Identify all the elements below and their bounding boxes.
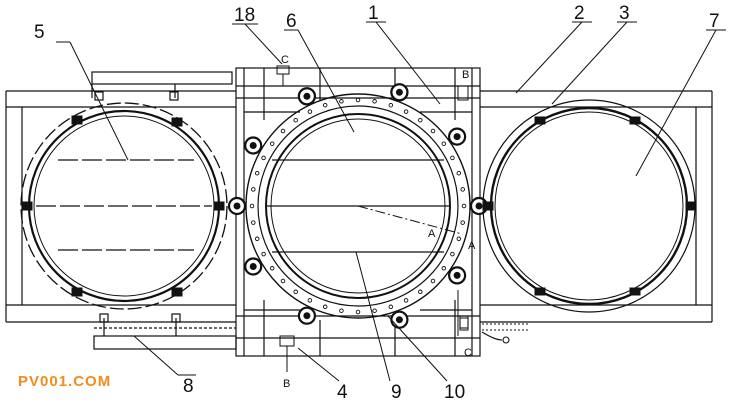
callout-3: 3 bbox=[619, 3, 630, 24]
flange-hole bbox=[254, 236, 260, 242]
flange-hole bbox=[372, 308, 377, 313]
section-mark-b-bottom: B bbox=[283, 378, 290, 390]
callout-7: 7 bbox=[709, 11, 720, 32]
section-marks: C B A A B C bbox=[281, 54, 476, 390]
leader-lines bbox=[56, 21, 726, 382]
callout-10: 10 bbox=[444, 382, 465, 403]
flange-hole bbox=[269, 141, 275, 146]
flange-hole bbox=[441, 141, 447, 146]
clamp-bolt bbox=[390, 83, 409, 102]
flange-hole bbox=[456, 236, 462, 242]
flange-hole bbox=[430, 278, 436, 284]
flange-hole bbox=[269, 266, 275, 271]
flange-hole bbox=[355, 309, 361, 315]
clamp-bolts bbox=[227, 83, 489, 329]
flange-hole bbox=[293, 117, 298, 123]
flange-bolt-holes bbox=[249, 97, 467, 315]
left-guide-beam bbox=[91, 71, 233, 101]
flange-hole bbox=[307, 298, 313, 303]
flange-hole bbox=[261, 155, 266, 161]
section-mark-c-top: C bbox=[281, 54, 289, 66]
flange-hole bbox=[403, 298, 409, 303]
flange-hole bbox=[251, 220, 256, 225]
callout-6: 6 bbox=[286, 11, 297, 32]
flange-hole bbox=[251, 187, 256, 192]
flange-hole bbox=[388, 304, 394, 310]
section-mark-b-top: B bbox=[462, 69, 469, 81]
flange-hole bbox=[293, 289, 298, 295]
callout-labels: 5 18 6 1 2 3 7 8 4 9 10 bbox=[34, 3, 720, 403]
flange-hole bbox=[355, 97, 361, 103]
flange-hole bbox=[322, 304, 328, 310]
flange-hole bbox=[460, 220, 465, 225]
flange-hole bbox=[460, 187, 465, 192]
flange-hole bbox=[456, 170, 462, 176]
flange-hole bbox=[339, 99, 344, 104]
callout-5: 5 bbox=[34, 22, 45, 43]
callout-1: 1 bbox=[368, 3, 379, 24]
left-door bbox=[20, 102, 228, 310]
clamp-bolt bbox=[244, 257, 263, 276]
flange-hole bbox=[261, 251, 266, 257]
flange-hole bbox=[450, 251, 455, 257]
callout-4: 4 bbox=[337, 382, 348, 403]
flange-hole bbox=[388, 102, 394, 108]
clamp-bolt bbox=[244, 136, 263, 155]
bottom-right-rack bbox=[459, 315, 530, 344]
center-frame bbox=[235, 67, 481, 357]
clamp-bolt bbox=[390, 310, 409, 329]
callout-2: 2 bbox=[574, 3, 585, 24]
callout-18: 18 bbox=[234, 5, 255, 26]
section-mark-a-left: A bbox=[428, 228, 436, 240]
watermark: PV001.COM bbox=[18, 373, 111, 390]
section-mark-c-bottom: C bbox=[464, 347, 472, 359]
flange-hole bbox=[418, 117, 423, 123]
callout-8: 8 bbox=[183, 376, 194, 397]
flange-hole bbox=[339, 308, 344, 313]
callout-9: 9 bbox=[391, 382, 402, 403]
flange-hole bbox=[254, 170, 260, 176]
right-vessel bbox=[482, 99, 696, 313]
flange-hole bbox=[450, 155, 455, 161]
flange-hole bbox=[249, 203, 255, 209]
center-vessel bbox=[245, 93, 471, 319]
flange-hole bbox=[403, 109, 409, 114]
flange-hole bbox=[280, 278, 286, 284]
flange-hole bbox=[461, 203, 467, 209]
clamp-bolt bbox=[227, 196, 247, 216]
flange-hole bbox=[418, 289, 423, 295]
section-mark-symbols bbox=[276, 65, 469, 372]
flange-hole bbox=[307, 109, 313, 114]
flange-hole bbox=[430, 128, 436, 134]
clamp-bolt bbox=[297, 306, 316, 325]
clamp-bolt bbox=[448, 266, 467, 285]
bottom-left-beam bbox=[93, 313, 237, 350]
flange-hole bbox=[372, 99, 377, 104]
flange-hole bbox=[280, 128, 286, 134]
flange-hole bbox=[322, 102, 328, 108]
section-mark-a-right: A bbox=[468, 240, 476, 252]
clamp-bolt bbox=[448, 127, 467, 146]
flange-hole bbox=[441, 266, 447, 271]
clamp-bolt bbox=[297, 87, 316, 106]
